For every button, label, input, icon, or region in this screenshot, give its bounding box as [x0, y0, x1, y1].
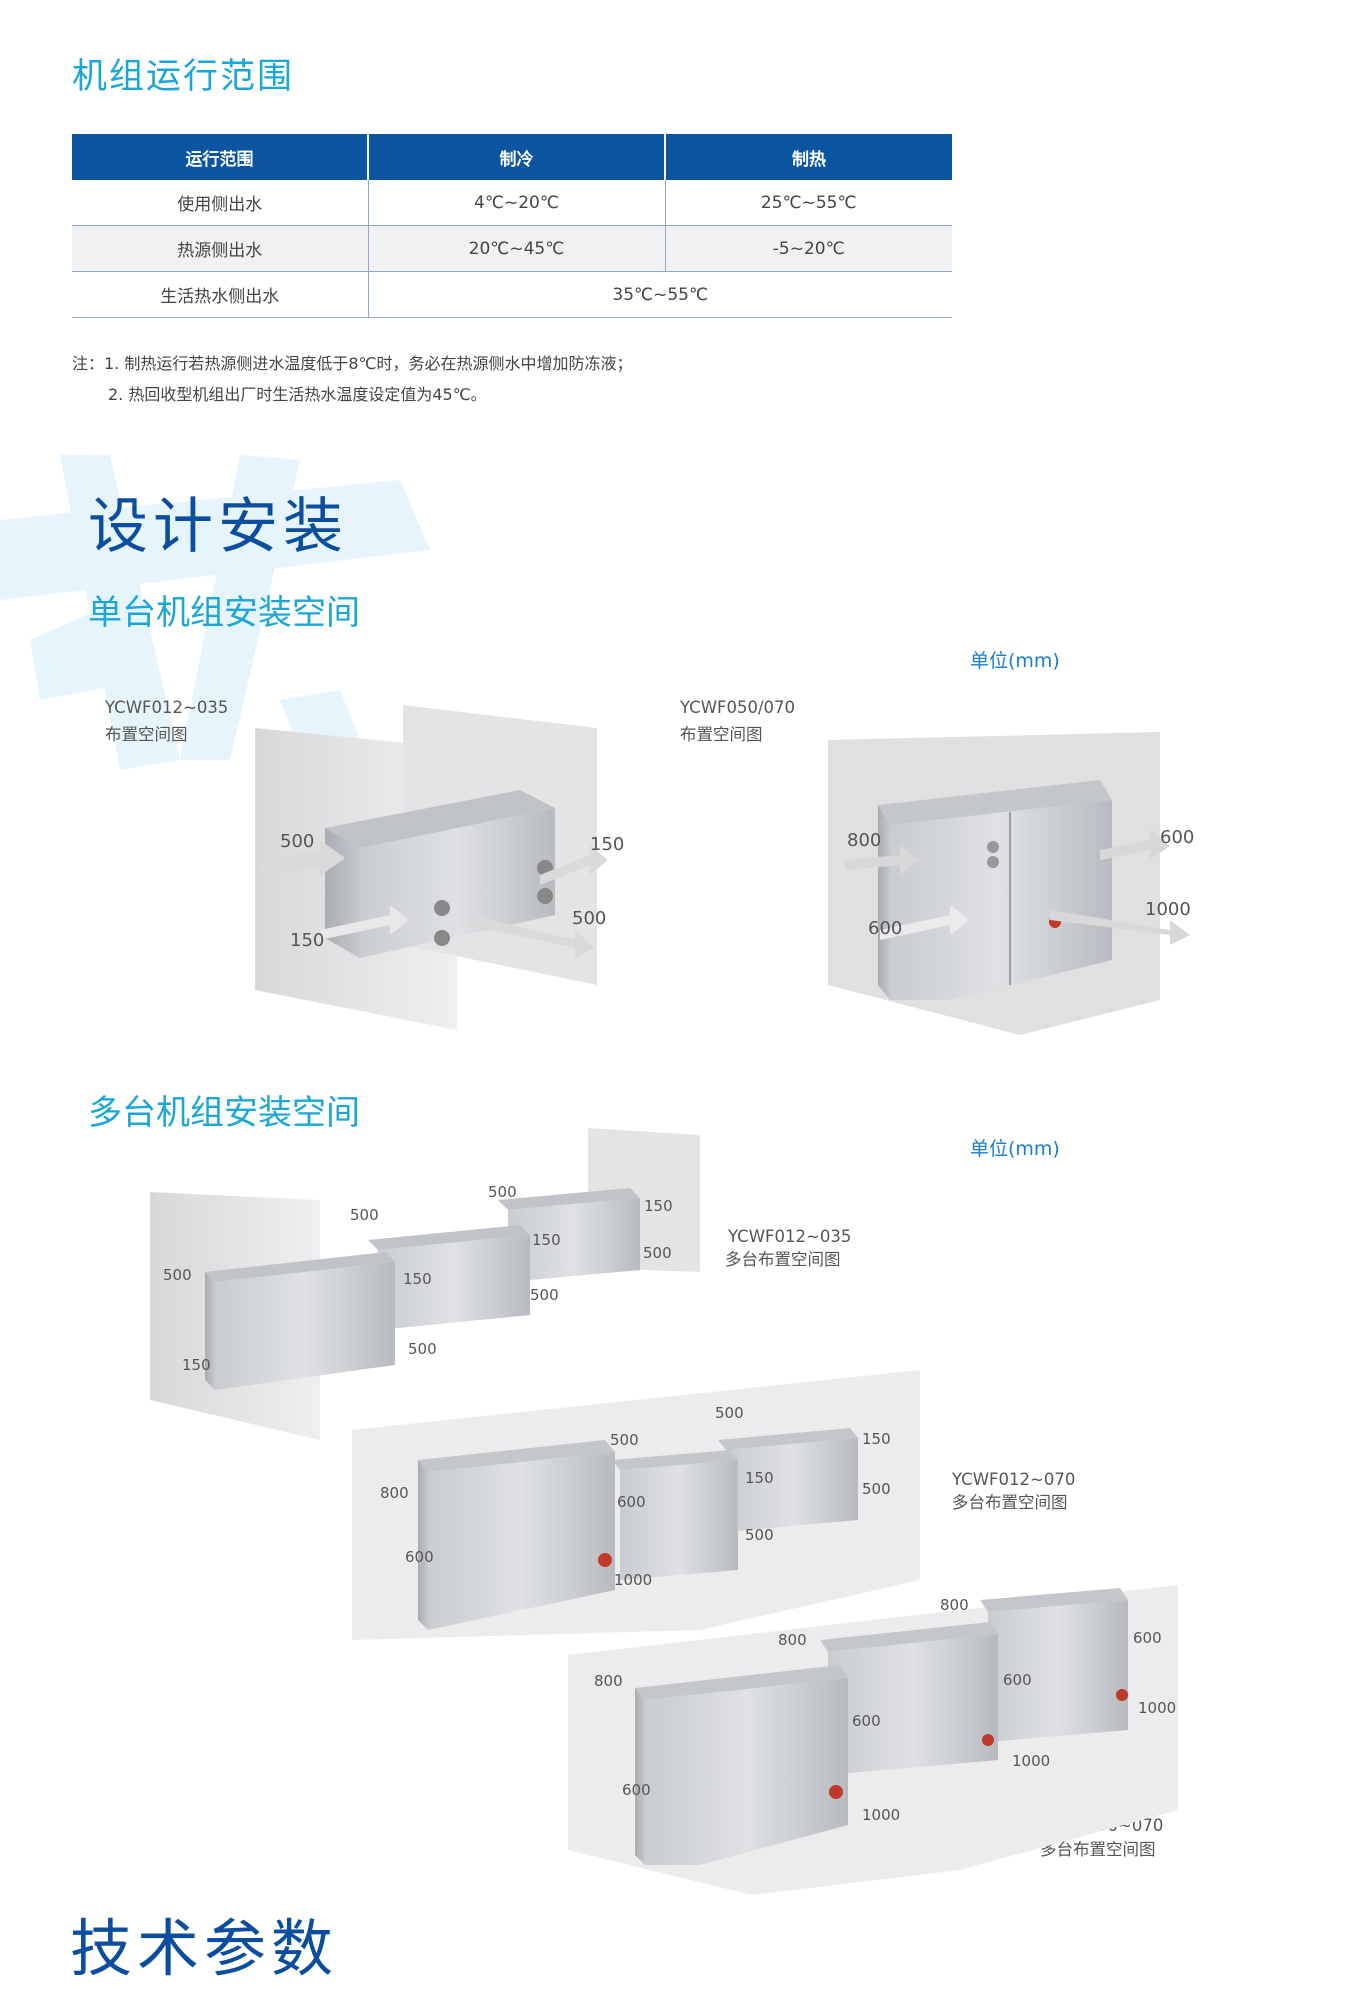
- design-section-title: 设计安装: [88, 492, 348, 562]
- multi-diagram-c: 800 600 800 600 1000 800 600 1000 600 10…: [568, 1585, 1178, 1895]
- table-row: 热源侧出水 20℃~45℃ -5~20℃: [72, 225, 952, 272]
- dim-label: 150: [403, 1270, 432, 1288]
- dim-label: 500: [745, 1526, 774, 1544]
- dim-label: 600: [1003, 1671, 1032, 1689]
- unit-label-multi: 单位(mm): [970, 1138, 1060, 1160]
- note-1: 注：1. 制热运行若热源侧进水温度低于8℃时，务必在热源侧水中增加防冻液；: [72, 354, 633, 373]
- dim-label: 500: [715, 1404, 744, 1422]
- multi-diagram-b: 800 600 500 600 1000 500 150 150 500 500: [352, 1370, 920, 1640]
- tech-section-title: 技术参数: [70, 1912, 339, 1985]
- dim-label: 500: [862, 1480, 891, 1498]
- caption-single-a-desc: 布置空间图: [105, 725, 188, 744]
- dim-label: 500: [408, 1340, 437, 1358]
- dim-label: 150: [182, 1356, 211, 1374]
- dim-label: 150: [745, 1469, 774, 1487]
- dim-label: 150: [290, 930, 324, 951]
- dim-label: 600: [868, 918, 902, 939]
- single-diagram-b: 800 600 600 1000: [828, 732, 1194, 1035]
- table-row: 生活热水侧出水 35℃~55℃: [72, 271, 952, 318]
- header-heating: 制热: [665, 134, 952, 180]
- heating-value: 25℃~55℃: [664, 180, 952, 226]
- dim-label: 600: [852, 1712, 881, 1730]
- dim-label: 500: [610, 1431, 639, 1449]
- dim-label: 500: [280, 831, 314, 852]
- caption-multi-a-desc: 多台布置空间图: [725, 1250, 841, 1269]
- dim-label: 1000: [862, 1806, 900, 1824]
- dim-label: 800: [778, 1631, 807, 1649]
- table-row: 使用侧出水 4℃~20℃ 25℃~55℃: [72, 180, 952, 226]
- multi-install-title: 多台机组安装空间: [88, 1093, 360, 1133]
- dim-label: 150: [644, 1197, 673, 1215]
- row-label: 使用侧出水: [72, 180, 368, 226]
- dim-label: 500: [163, 1266, 192, 1284]
- header-range: 运行范围: [72, 134, 369, 180]
- single-diagram-a: 500 150 150 500: [255, 705, 624, 1030]
- dim-label: 500: [643, 1244, 672, 1262]
- dim-label: 800: [847, 830, 881, 851]
- dim-label: 800: [940, 1596, 969, 1614]
- caption-multi-c-desc: 多台布置空间图: [1040, 1840, 1156, 1859]
- dim-label: 150: [862, 1430, 891, 1448]
- caption-single-b-model: YCWF050/070: [680, 698, 796, 717]
- table-header-row: 运行范围 制冷 制热: [72, 134, 952, 180]
- heating-value: -5~20℃: [664, 225, 952, 272]
- caption-single-b-desc: 布置空间图: [680, 725, 763, 744]
- dim-label: 150: [532, 1231, 561, 1249]
- dim-label: 1000: [1145, 899, 1191, 920]
- dim-label: 800: [594, 1672, 623, 1690]
- cooling-value: 20℃~45℃: [367, 225, 665, 272]
- dim-label: 500: [488, 1183, 517, 1201]
- dim-label: 800: [380, 1484, 409, 1502]
- caption-multi-b-desc: 多台布置空间图: [952, 1493, 1068, 1512]
- combined-value: 35℃~55℃: [367, 271, 952, 318]
- dim-label: 500: [530, 1286, 559, 1304]
- row-label: 热源侧出水: [72, 225, 368, 272]
- dim-label: 600: [622, 1781, 651, 1799]
- dim-label: 600: [405, 1548, 434, 1566]
- note-2: 2. 热回收型机组出厂时生活热水温度设定值为45℃。: [108, 385, 487, 404]
- operating-range-table: 运行范围 制冷 制热 使用侧出水 4℃~20℃ 25℃~55℃ 热源侧出水 20…: [72, 134, 952, 318]
- dim-label: 1000: [1012, 1752, 1050, 1770]
- dim-label: 500: [350, 1206, 379, 1224]
- header-cooling: 制冷: [368, 134, 666, 180]
- range-section-title: 机组运行范围: [72, 57, 295, 97]
- dim-label: 500: [572, 908, 606, 929]
- dim-label: 150: [590, 834, 624, 855]
- dim-label: 1000: [614, 1571, 652, 1589]
- row-label: 生活热水侧出水: [72, 271, 368, 318]
- caption-single-a-model: YCWF012~035: [105, 698, 229, 717]
- dim-label: 600: [1160, 827, 1194, 848]
- dim-label: 600: [617, 1493, 646, 1511]
- caption-multi-b-model: YCWF012~070: [952, 1470, 1076, 1489]
- caption-multi-a-model: YCWF012~035: [728, 1227, 852, 1246]
- dim-label: 1000: [1138, 1699, 1176, 1717]
- single-install-title: 单台机组安装空间: [88, 593, 360, 633]
- cooling-value: 4℃~20℃: [367, 180, 665, 226]
- multi-diagram-a: 500 150 500 150 500 150 500 500 150 500: [150, 1128, 700, 1440]
- dim-label: 600: [1133, 1629, 1162, 1647]
- unit-label-single: 单位(mm): [970, 650, 1060, 672]
